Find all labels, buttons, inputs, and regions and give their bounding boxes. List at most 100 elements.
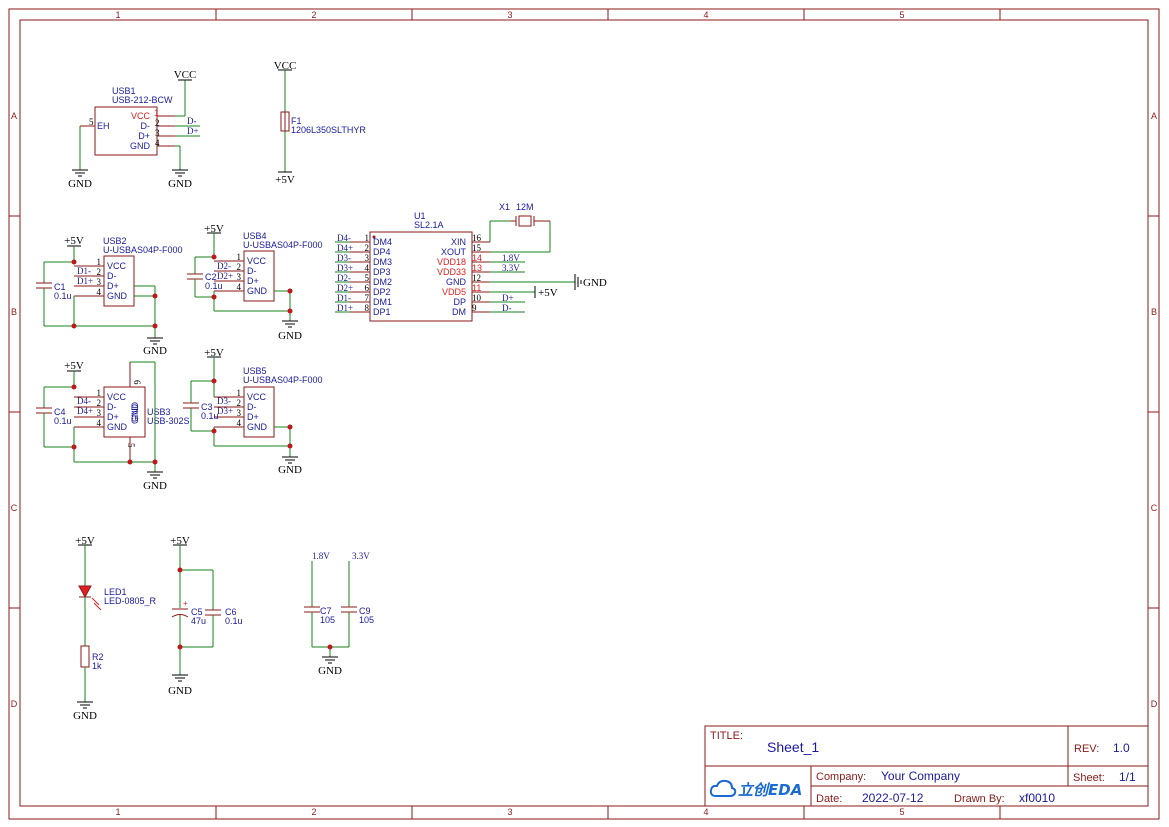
x1-ref: X1 — [499, 202, 510, 212]
gnd-symbol-usb3 — [147, 471, 163, 479]
usb4-num-0: 1 — [237, 252, 242, 262]
usb4-num-1: 2 — [237, 262, 242, 272]
c1-capacitor[interactable] — [36, 282, 52, 289]
c5-value: 47u — [191, 616, 206, 626]
u1-pin-left-5: DP2 — [373, 287, 391, 297]
usb5-net-dm: D3- — [217, 396, 231, 406]
usb4-pin-0: VCC — [247, 256, 267, 266]
usb3-connector[interactable] — [103, 386, 146, 438]
usb2-pin-1: D- — [107, 271, 117, 281]
usb2-5v-label: +5V — [64, 235, 84, 247]
usb2-connector[interactable] — [103, 255, 135, 307]
u1-pin-right-0: XIN — [451, 237, 466, 247]
c9-capacitor[interactable] — [341, 606, 357, 613]
c4-ref: C4 — [54, 407, 66, 417]
drawn-label: Drawn By: — [954, 793, 1005, 805]
zone-row-b: B — [11, 307, 17, 317]
u1-num-right-5: 11 — [472, 283, 481, 293]
u1-num-right-1: 15 — [472, 243, 482, 253]
usb4-part: U-USBAS04P-F000 — [243, 240, 323, 250]
usb3-ref: USB3 — [147, 407, 171, 417]
usb2-ref: USB2 — [103, 236, 127, 246]
usb5-num-3: 4 — [237, 418, 242, 428]
x1-value: 12M — [516, 202, 534, 212]
gnd-label-usb1-left: GND — [68, 178, 92, 190]
usb4-pin-2: D+ — [247, 276, 259, 286]
u1-5v-label: +5V — [538, 287, 558, 299]
usb2-net-dm: D1- — [77, 266, 91, 276]
c6-value: 0.1u — [225, 616, 243, 626]
f1-fuse[interactable] — [280, 111, 290, 132]
usb1-num-2: 2 — [155, 118, 160, 128]
c6-capacitor[interactable] — [205, 609, 221, 616]
gnd-label-usb1-right: GND — [168, 178, 192, 190]
gnd-label-c5: GND — [168, 685, 192, 697]
title-block — [704, 725, 1149, 807]
cloud-logo-icon — [709, 779, 737, 797]
zone-row-c-right: C — [1151, 503, 1158, 513]
c2-capacitor[interactable] — [187, 273, 203, 280]
c2-ref: C2 — [205, 272, 217, 282]
zone-row-a-right: A — [1151, 111, 1157, 121]
usb1-connector[interactable]: USB1 USB-212-BCW VCC D- D+ GND EH 1 2 3 … — [80, 86, 175, 156]
u1-net-left-0: D4- — [337, 233, 351, 243]
gnd-label-usb3: GND — [143, 480, 167, 492]
zone-row-a: A — [11, 111, 17, 121]
date-value: 2022-07-12 — [862, 791, 924, 805]
c4-capacitor[interactable] — [36, 407, 52, 414]
u1-left-pins: DM41D4-DP42D4+DM33D3-DP34D3+DM25D2-DP26D… — [335, 233, 392, 317]
usb3-pin-1: D- — [107, 402, 117, 412]
usb5-ref: USB5 — [243, 366, 267, 376]
usb1-num-4: 4 — [155, 138, 160, 148]
zone-row-c: C — [11, 503, 18, 513]
usb3-pin-0: VCC — [107, 392, 127, 402]
usb4-connector[interactable] — [243, 250, 275, 302]
u1-pin-right-3: VDD33 — [437, 267, 466, 277]
u1-net-left-7: D1+ — [337, 303, 353, 313]
c5-capacitor[interactable]: + — [171, 599, 189, 618]
u1-pin-right-1: XOUT — [441, 247, 467, 257]
u1-num-right-2: 14 — [472, 253, 482, 263]
c2-value: 0.1u — [205, 281, 223, 291]
usb3-pin-3: GND — [107, 422, 128, 432]
usb3-shield-gnd-bottom: GND — [130, 404, 140, 425]
usb5-pin-0: VCC — [247, 392, 267, 402]
u1-pin-left-4: DM2 — [373, 277, 392, 287]
c3-value: 0.1u — [201, 411, 219, 421]
gnd-label-usb5: GND — [278, 464, 302, 476]
u1-chip[interactable] — [369, 231, 473, 322]
c3-ref: C3 — [201, 402, 213, 412]
u1-num-left-5: 6 — [365, 283, 370, 293]
usb5-net-dp: D3+ — [217, 406, 233, 416]
u1-num-right-7: 9 — [472, 303, 477, 313]
u1-pin-left-2: DM3 — [373, 257, 392, 267]
u1-num-right-6: 10 — [472, 293, 482, 303]
usb3-num-5: 5 — [126, 443, 136, 448]
usb5-pin-1: D- — [247, 402, 257, 412]
usb4-5v-label: +5V — [204, 223, 224, 235]
gnd-label-usb2: GND — [143, 345, 167, 357]
usb5-num-2: 3 — [237, 408, 242, 418]
company-value: Your Company — [881, 769, 960, 783]
gnd-symbol-usb5 — [282, 456, 298, 464]
f1-5v-label: +5V — [275, 174, 295, 186]
usb5-5v-label: +5V — [204, 347, 224, 359]
c3-capacitor[interactable] — [183, 402, 199, 409]
u1-pin-left-3: DP3 — [373, 267, 391, 277]
r2-resistor[interactable] — [80, 645, 90, 668]
zone-row-d-right: D — [1151, 699, 1158, 709]
usb5-connector[interactable] — [243, 386, 275, 438]
usb1-pin-gnd: GND — [130, 141, 151, 151]
c7-capacitor[interactable] — [304, 606, 320, 613]
usb1-num-5: 5 — [89, 117, 94, 127]
led1-diode[interactable] — [78, 585, 102, 611]
usb2-pin-0: VCC — [107, 261, 127, 271]
usb4-net-dm: D2- — [217, 261, 231, 271]
usb3-num-0: 1 — [97, 388, 102, 398]
usb4-pin-3: GND — [247, 286, 268, 296]
zone-row-b-right: B — [1151, 307, 1157, 317]
usb3-5v-label: +5V — [64, 360, 84, 372]
x1-crystal[interactable] — [510, 215, 550, 227]
